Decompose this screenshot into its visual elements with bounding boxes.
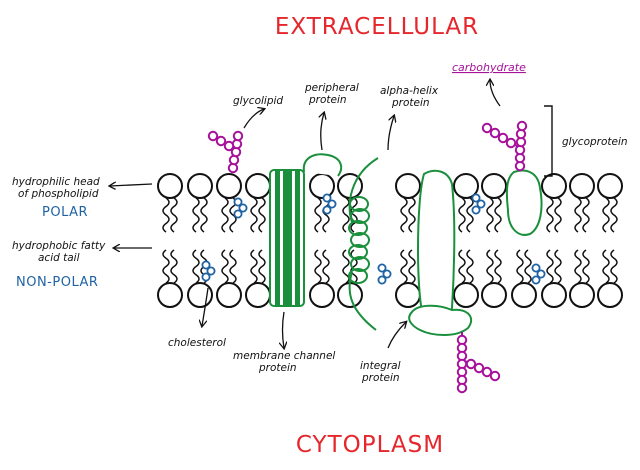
polar-label: POLAR: [42, 205, 88, 220]
glycolipid-carbohydrate: [207, 130, 244, 174]
phospholipid-head: [187, 282, 213, 308]
cholesterol-molecule: [531, 263, 546, 285]
hydrophobic-tail-label-1: hydrophobic fatty: [12, 240, 106, 252]
phospholipid-head: [569, 282, 595, 308]
phospholipid-head: [216, 173, 242, 199]
glycoprotein-bracket: [544, 105, 553, 177]
alpha-helix-protein-label-2: protein: [391, 97, 430, 109]
cholesterol-molecule: [377, 263, 392, 285]
glycoprotein-carbohydrate: [481, 120, 528, 172]
integral-protein-carbohydrate: [456, 332, 501, 394]
phospholipid-head: [511, 282, 537, 308]
cholesterol-molecule: [201, 260, 216, 282]
phospholipid-head: [245, 173, 271, 199]
phospholipid-head: [395, 173, 421, 199]
phospholipid: [481, 173, 507, 308]
cytoplasm-title: CYTOPLASM: [296, 432, 444, 458]
phospholipid: [569, 173, 595, 308]
phospholipid-head: [453, 282, 479, 308]
carbohydrate-label: carbohydrate: [452, 61, 526, 74]
phospholipid: [309, 173, 335, 308]
hydrophilic-head-label-1: hydrophilic head: [12, 176, 100, 188]
phospholipid-head: [541, 173, 567, 199]
phospholipid: [453, 173, 479, 308]
glycolipid-label: glycolipid: [233, 95, 283, 107]
glycoprotein-body: [505, 169, 543, 236]
phospholipid-head: [216, 282, 242, 308]
hydrophobic-tail-label-2: acid tail: [38, 252, 80, 264]
phospholipid-head: [157, 173, 183, 199]
phospholipid-bilayer: [157, 173, 623, 308]
phospholipid: [245, 173, 271, 308]
cholesterol-molecule: [233, 197, 248, 219]
phospholipid: [395, 173, 421, 308]
phospholipid-head: [395, 282, 421, 308]
alpha-helix-protein-label-1: alpha-helix: [380, 85, 439, 97]
phospholipid-head: [245, 282, 271, 308]
peripheral-protein-label-1: peripheral: [304, 82, 359, 94]
phospholipid-head: [541, 282, 567, 308]
integral-protein-label-2: protein: [361, 372, 400, 384]
integral-protein-label-1: integral: [360, 360, 401, 372]
phospholipid: [597, 173, 623, 308]
hydrophilic-head-label-2: of phospholipid: [18, 188, 99, 200]
phospholipid-head: [309, 282, 335, 308]
phospholipid-head: [453, 173, 479, 199]
label-arrows: [110, 80, 501, 348]
carbohydrate-chains: [207, 120, 528, 394]
non-polar-label: NON-POLAR: [16, 275, 98, 290]
phospholipid-head: [481, 282, 507, 308]
cholesterol-label: cholesterol: [168, 337, 226, 349]
extracellular-title: EXTRACELLULAR: [275, 14, 479, 40]
phospholipid-head: [187, 173, 213, 199]
phospholipid: [216, 173, 242, 308]
phospholipid-head: [597, 282, 623, 308]
glycoprotein-label: glycoprotein: [562, 136, 628, 148]
phospholipid-head: [597, 173, 623, 199]
integral-protein-foot: [408, 304, 473, 336]
phospholipid: [187, 173, 213, 308]
phospholipid-head: [569, 173, 595, 199]
peripheral-protein: [302, 153, 343, 177]
membrane-channel-label-2: protein: [258, 362, 297, 374]
cholesterol-group: [201, 193, 546, 285]
membrane-channel-label-1: membrane channel: [233, 350, 335, 362]
cholesterol-molecule: [322, 193, 337, 215]
phospholipid-head: [157, 282, 183, 308]
alpha-helix-protein: [348, 157, 379, 331]
phospholipid: [157, 173, 183, 308]
membrane-channel-protein: [269, 169, 305, 307]
phospholipid: [541, 173, 567, 308]
phospholipid-head: [309, 173, 335, 199]
phospholipid-head: [481, 173, 507, 199]
peripheral-protein-label-2: protein: [308, 94, 347, 106]
cholesterol-molecule: [471, 193, 486, 215]
integral-protein: [417, 169, 456, 323]
